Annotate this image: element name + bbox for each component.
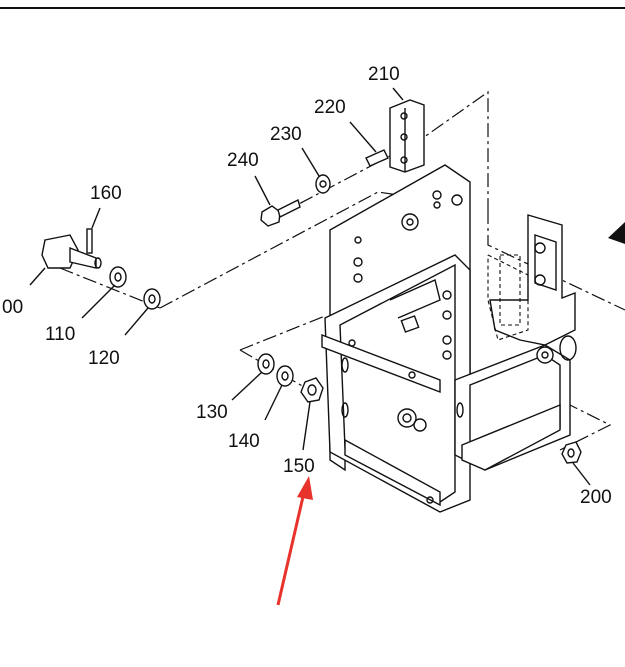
- callout-150: 150: [283, 456, 315, 477]
- callout-210: 210: [368, 64, 400, 85]
- callout-230: 230: [270, 124, 302, 145]
- part-00-crank: [29, 234, 102, 286]
- part-200-nut: [561, 441, 591, 486]
- part-130-washer: [231, 353, 275, 401]
- direction-arrow-icon: [608, 222, 625, 244]
- part-150-nut: [300, 377, 324, 451]
- part-160-pin: [86, 207, 101, 254]
- callout-200: 200: [580, 487, 612, 508]
- callout-160: 160: [90, 183, 122, 204]
- main-frame: [321, 164, 577, 513]
- callout-240: 240: [227, 150, 259, 171]
- part-240-bolt: [254, 175, 301, 227]
- callout-120: 120: [88, 348, 120, 369]
- part-210-block: [389, 87, 425, 173]
- callout-130: 130: [196, 402, 228, 423]
- callout-110: 110: [45, 324, 76, 345]
- part-230-washer: [301, 147, 331, 194]
- part-120-washer: [124, 288, 161, 336]
- part-220-pin: [349, 121, 389, 167]
- part-110-washer: [81, 266, 127, 319]
- callout-220: 220: [314, 97, 346, 118]
- callout-140: 140: [228, 431, 260, 452]
- header-rule: [0, 7, 625, 9]
- part-140-washer: [264, 365, 294, 421]
- callout-00: 00: [2, 297, 24, 318]
- highlight-arrow: [276, 476, 313, 606]
